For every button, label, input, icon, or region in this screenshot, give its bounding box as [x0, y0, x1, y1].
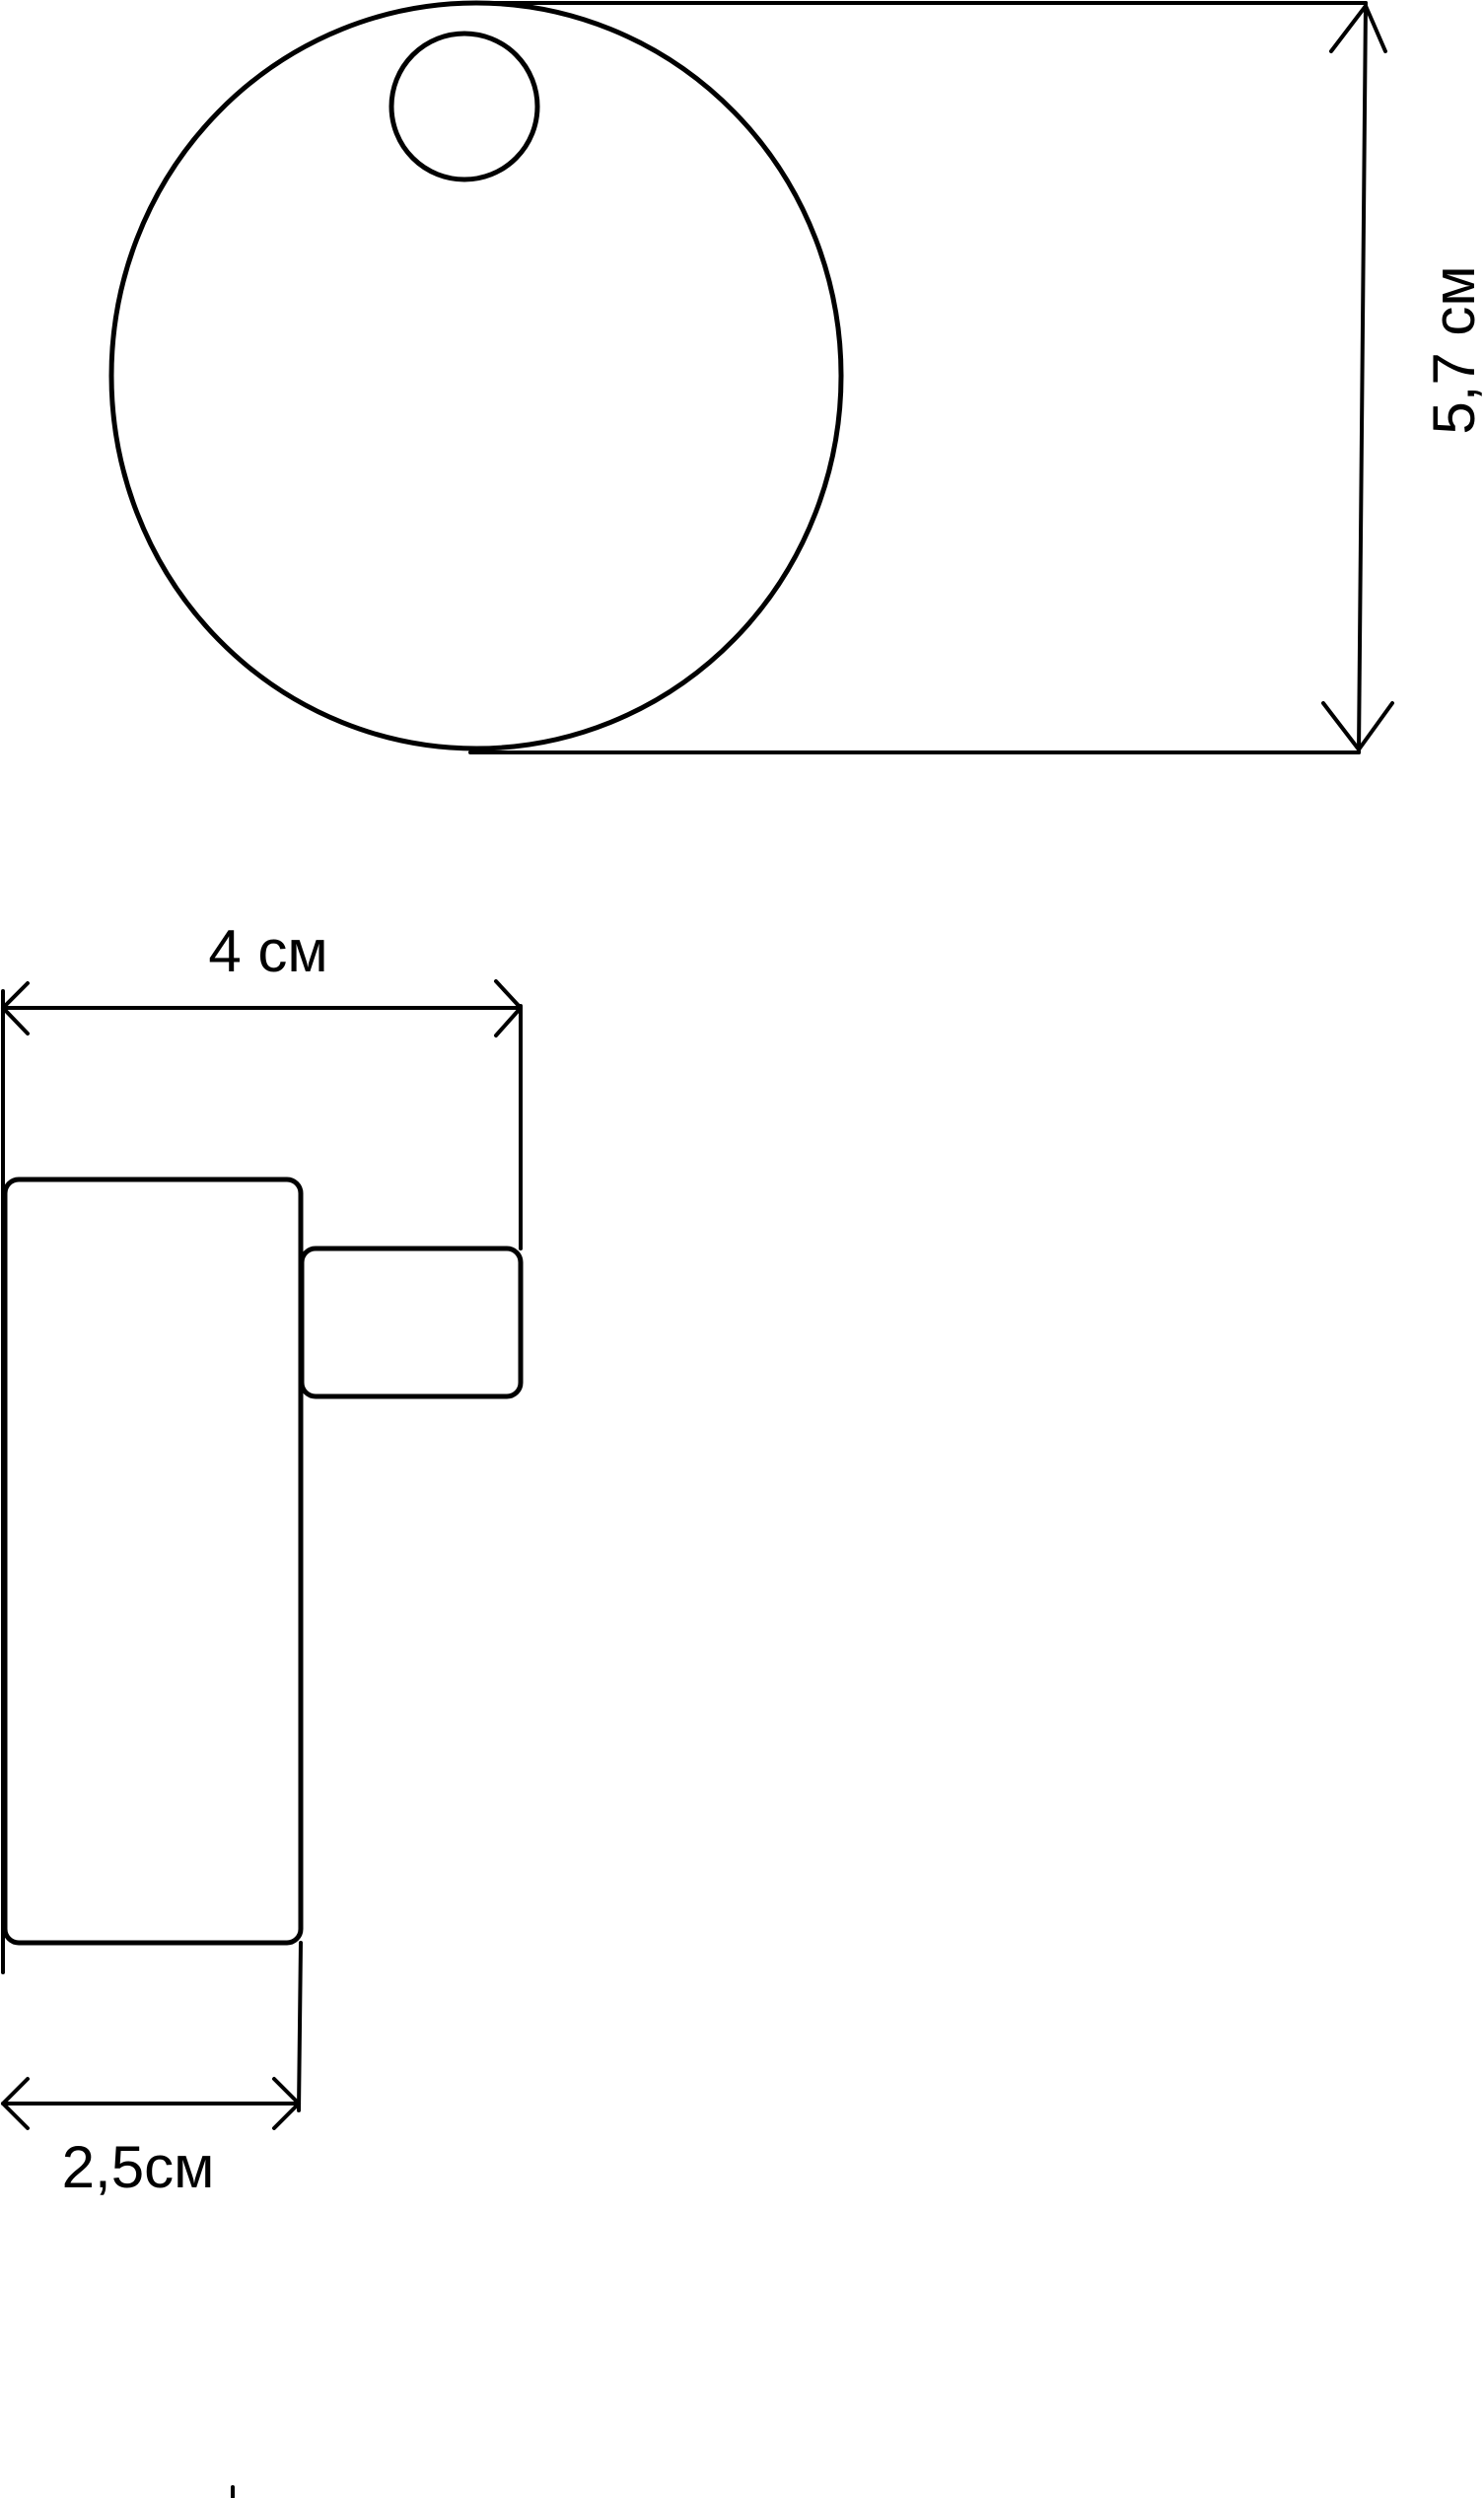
- mounting-hole: [389, 31, 540, 182]
- arrowhead-top: [1329, 4, 1387, 53]
- disc-outline: [108, 0, 844, 751]
- arrowhead-left: [1, 981, 30, 1035]
- body-profile: [2, 1177, 304, 1946]
- pin-profile: [299, 1246, 524, 1399]
- side-view: [2, 1177, 524, 1946]
- height-dimension: 5,7 см: [463, 1, 1484, 754]
- dimension-line-vertical: [1357, 1, 1368, 754]
- height-label: 5,7 см: [1421, 265, 1484, 434]
- base-label: 2,5см: [62, 2134, 215, 2200]
- arrowhead-base-right: [272, 2077, 301, 2130]
- base-dimension: 2,5см: [1, 1941, 303, 2200]
- extension-line-base-right: [297, 1941, 303, 2112]
- width-dimension: 4 см: [1, 918, 523, 1974]
- arrowhead-bottom: [1321, 701, 1394, 751]
- width-label: 4 см: [208, 918, 327, 984]
- arrowhead-right: [494, 979, 523, 1037]
- arrowhead-base-left: [1, 2077, 30, 2130]
- top-view: [108, 0, 844, 751]
